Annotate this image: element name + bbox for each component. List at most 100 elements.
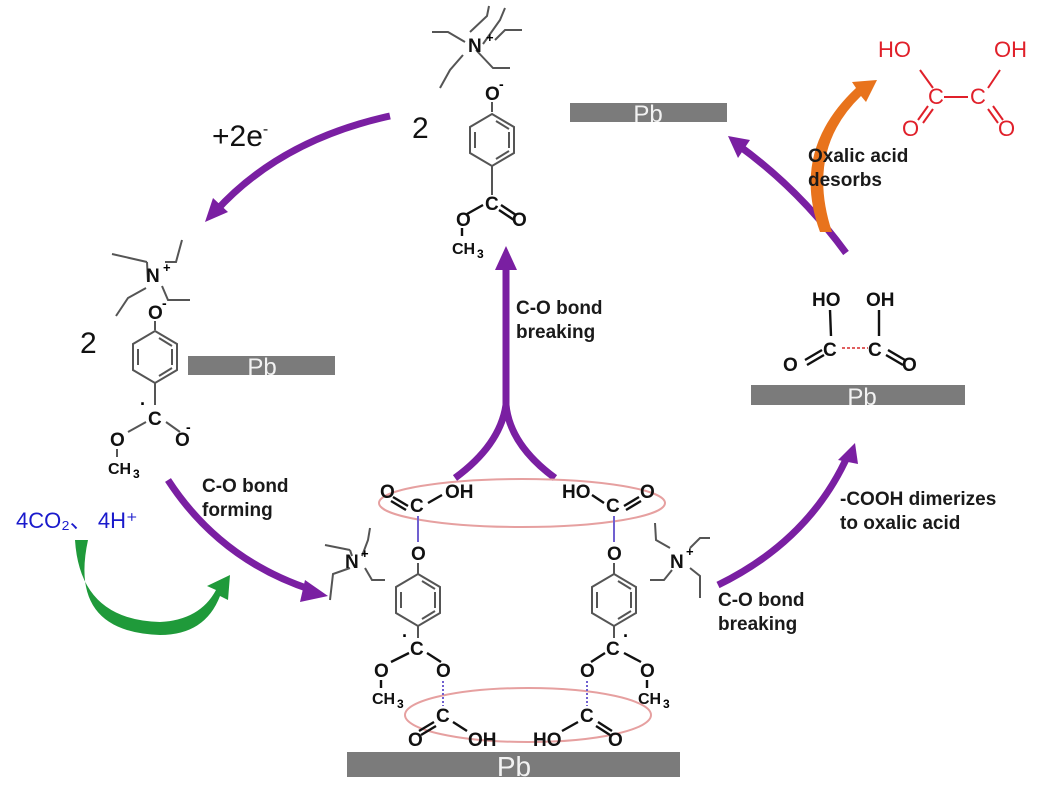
- svg-text:HO: HO: [878, 37, 911, 62]
- electrode-top-label: Pb: [633, 101, 662, 128]
- svg-text:O: O: [640, 482, 655, 503]
- arrow-reactant-feed: [75, 540, 230, 635]
- svg-text:+: +: [486, 30, 494, 45]
- intermediate-left: N + O - C · O O - CH 3: [108, 239, 191, 481]
- svg-text:OH: OH: [445, 482, 474, 503]
- electron-label: +2e-: [212, 120, 268, 153]
- svg-text:C: C: [928, 84, 944, 109]
- svg-text:3: 3: [663, 697, 670, 711]
- coefficient-top: 2: [412, 112, 429, 145]
- arrow-desorb: [810, 80, 877, 232]
- svg-text:C: C: [580, 706, 594, 727]
- arrow-electron-transfer-head: [205, 198, 228, 222]
- arrow-co-forming: [165, 478, 314, 594]
- step-breaking-right-line2: breaking: [718, 614, 797, 635]
- electrode-right: Pb: [751, 384, 965, 411]
- svg-text:CH: CH: [638, 691, 661, 708]
- electrode-bottom-label: Pb: [497, 751, 531, 782]
- electrode-right-label: Pb: [847, 384, 876, 411]
- step-breaking-right-line1: C-O bond: [718, 590, 805, 611]
- svg-text:C: C: [606, 639, 620, 660]
- svg-text:O: O: [380, 482, 395, 503]
- svg-text:+: +: [361, 546, 369, 561]
- svg-text:C: C: [606, 496, 620, 517]
- svg-text:O: O: [902, 116, 919, 141]
- electrode-bottom: Pb: [347, 751, 680, 782]
- dimerize-line2: to oxalic acid: [840, 513, 960, 534]
- electrode-left-label: Pb: [247, 354, 276, 381]
- svg-text:O: O: [436, 661, 451, 682]
- svg-text:HO: HO: [812, 290, 841, 311]
- svg-text:·: ·: [140, 394, 146, 414]
- svg-text:C: C: [410, 496, 424, 517]
- svg-text:OH: OH: [994, 37, 1027, 62]
- svg-text:O: O: [456, 210, 471, 231]
- electrode-left: Pb: [188, 354, 335, 381]
- arrow-co-breaking-right: [716, 453, 852, 589]
- svg-text:O: O: [110, 430, 125, 451]
- svg-text:O: O: [485, 84, 500, 105]
- svg-text:·: ·: [623, 626, 629, 646]
- svg-text:-: -: [186, 419, 191, 435]
- svg-text:O: O: [408, 730, 423, 751]
- svg-text:O: O: [374, 661, 389, 682]
- arrow-co-breaking-right-head: [838, 443, 858, 464]
- svg-text:+: +: [163, 260, 171, 275]
- svg-text:C: C: [868, 340, 882, 361]
- step-breaking-center-line1: C-O bond: [516, 298, 603, 319]
- intermediate-top: N + O - C O O CH 3: [432, 5, 527, 261]
- svg-text:C: C: [436, 706, 450, 727]
- svg-text:O: O: [411, 544, 426, 565]
- svg-text:3: 3: [397, 697, 404, 711]
- svg-text:·: ·: [402, 626, 408, 646]
- step-forming-line2: forming: [202, 500, 273, 521]
- svg-text:N: N: [468, 36, 482, 57]
- arrow-co-forming-head: [300, 580, 328, 602]
- svg-text:C: C: [410, 639, 424, 660]
- desorb-line1: Oxalic acid: [808, 146, 908, 167]
- svg-text:C: C: [970, 84, 986, 109]
- svg-text:CH: CH: [108, 461, 131, 478]
- svg-text:3: 3: [477, 247, 484, 261]
- arrow-return-to-electrode: [735, 142, 849, 256]
- oxalic-acid-adsorbed: HO OH C C O O: [783, 290, 917, 376]
- interaction-ellipse-bottom: [404, 687, 652, 743]
- coefficient-left: 2: [80, 327, 97, 360]
- step-forming-line1: C-O bond: [202, 476, 289, 497]
- svg-text:CH: CH: [372, 691, 395, 708]
- svg-text:-: -: [499, 76, 504, 92]
- svg-text:O: O: [783, 355, 798, 376]
- svg-text:CH: CH: [452, 241, 475, 258]
- svg-text:OH: OH: [866, 290, 895, 311]
- svg-text:3: 3: [133, 467, 140, 481]
- svg-text:HO: HO: [562, 482, 591, 503]
- svg-text:+: +: [686, 544, 694, 559]
- svg-text:O: O: [580, 661, 595, 682]
- electrode-top: Pb: [570, 101, 727, 128]
- svg-text:C: C: [148, 409, 162, 430]
- interaction-ellipse-top: [378, 478, 666, 528]
- desorb-line2: desorbs: [808, 170, 882, 191]
- svg-text:OH: OH: [468, 730, 497, 751]
- svg-text:O: O: [512, 210, 527, 231]
- svg-text:O: O: [640, 661, 655, 682]
- arrow-co-breaking-center-head: [495, 246, 517, 270]
- svg-text:N: N: [670, 552, 684, 573]
- svg-text:O: O: [607, 544, 622, 565]
- svg-text:N: N: [146, 266, 160, 287]
- oxalic-acid-free: HO OH C C O O: [878, 37, 1027, 141]
- arrow-return-to-electrode-head: [728, 136, 750, 158]
- surface-complex: O C OH O C · O O CH 3 C O OH HO C O O C …: [324, 478, 710, 751]
- step-breaking-center-line2: breaking: [516, 322, 595, 343]
- svg-text:C: C: [485, 194, 499, 215]
- svg-text:O: O: [175, 430, 190, 451]
- svg-text:O: O: [902, 355, 917, 376]
- svg-text:O: O: [998, 116, 1015, 141]
- svg-text:N: N: [345, 552, 359, 573]
- dimerize-line1: -COOH dimerizes: [840, 489, 996, 510]
- svg-text:O: O: [148, 303, 163, 324]
- svg-text:O: O: [608, 730, 623, 751]
- svg-text:C: C: [823, 340, 837, 361]
- arrow-electron-transfer: [212, 112, 391, 215]
